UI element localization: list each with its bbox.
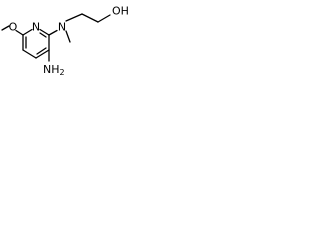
atom-label-hydroxyl: OH: [112, 5, 129, 18]
atom-label-amine-nitrogen: N: [58, 21, 66, 34]
bond-n-methyl: [65, 30, 71, 43]
bond-o-ch3: [1, 25, 10, 31]
bond-c1-o-methoxy: [15, 29, 24, 36]
amino-subscript-text: 2: [60, 68, 65, 77]
ring-bond-c3-c4: [35, 49, 50, 59]
ring-bond-n-c1: [22, 28, 33, 36]
amino-nh-text: NH: [43, 63, 60, 76]
bond-n-ch2: [65, 13, 83, 22]
atom-label-amino-group: NH2: [43, 63, 65, 77]
bond-ch2-ch2: [81, 13, 99, 23]
bond-ch2-oh: [97, 14, 111, 23]
atom-label-ring-nitrogen: N: [32, 21, 40, 34]
ring-bond-c2-c3: [22, 49, 37, 59]
atom-label-methoxy-oxygen: O: [9, 21, 18, 34]
chemical-structure-diagram: O N N NH2 OH: [1, 5, 129, 77]
ring-double-bond-c5-n-inner: [39, 32, 47, 38]
ring-bond-c5-n: [39, 28, 50, 36]
ring-double-bond-c3-c4-inner: [36, 47, 47, 55]
bond-c5-n-amine: [48, 29, 58, 36]
